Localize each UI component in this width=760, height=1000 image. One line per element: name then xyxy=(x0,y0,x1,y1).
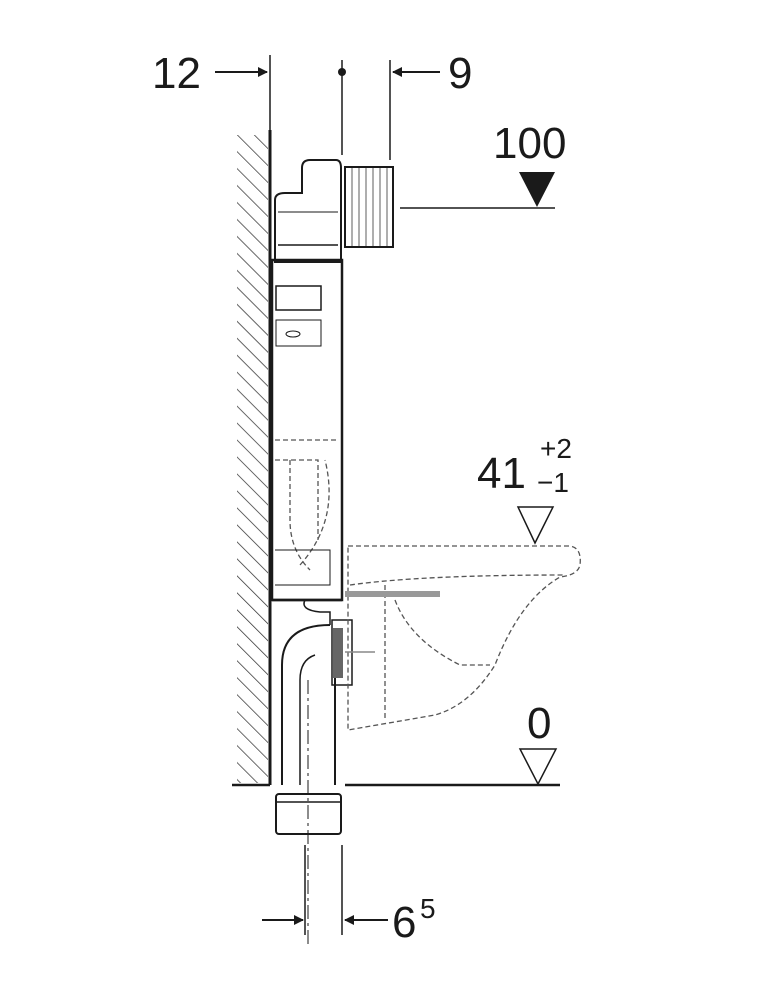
wall xyxy=(237,130,272,785)
dim-12-label: 12 xyxy=(152,49,201,98)
seat-height-label: 41 xyxy=(477,449,526,498)
bottom-dimension: 6 5 xyxy=(262,845,436,947)
level-100-marker: 100 xyxy=(400,119,566,209)
top-dimensions: 12 9 xyxy=(152,49,472,160)
dim-6-superscript: 5 xyxy=(420,893,436,924)
dim-9-label: 9 xyxy=(448,49,472,98)
wc-bowl-outline xyxy=(345,545,581,731)
open-level-triangle-icon xyxy=(516,506,555,545)
center-point-icon xyxy=(338,68,346,76)
filled-level-triangle-icon xyxy=(519,172,555,207)
open-level-triangle-icon xyxy=(518,748,558,786)
seat-tolerance-minus: −1 xyxy=(537,467,569,498)
floor-level-label: 0 xyxy=(527,699,551,748)
floor-level-marker: 0 xyxy=(518,699,558,786)
mounting-rod xyxy=(345,591,440,597)
level-100-label: 100 xyxy=(493,119,566,168)
dim-6-label: 6 xyxy=(392,898,416,947)
installation-frame xyxy=(270,159,394,602)
drain-pipe xyxy=(275,599,353,945)
seat-height-marker: 41 +2 −1 xyxy=(477,433,572,545)
seat-tolerance-plus: +2 xyxy=(540,433,572,464)
